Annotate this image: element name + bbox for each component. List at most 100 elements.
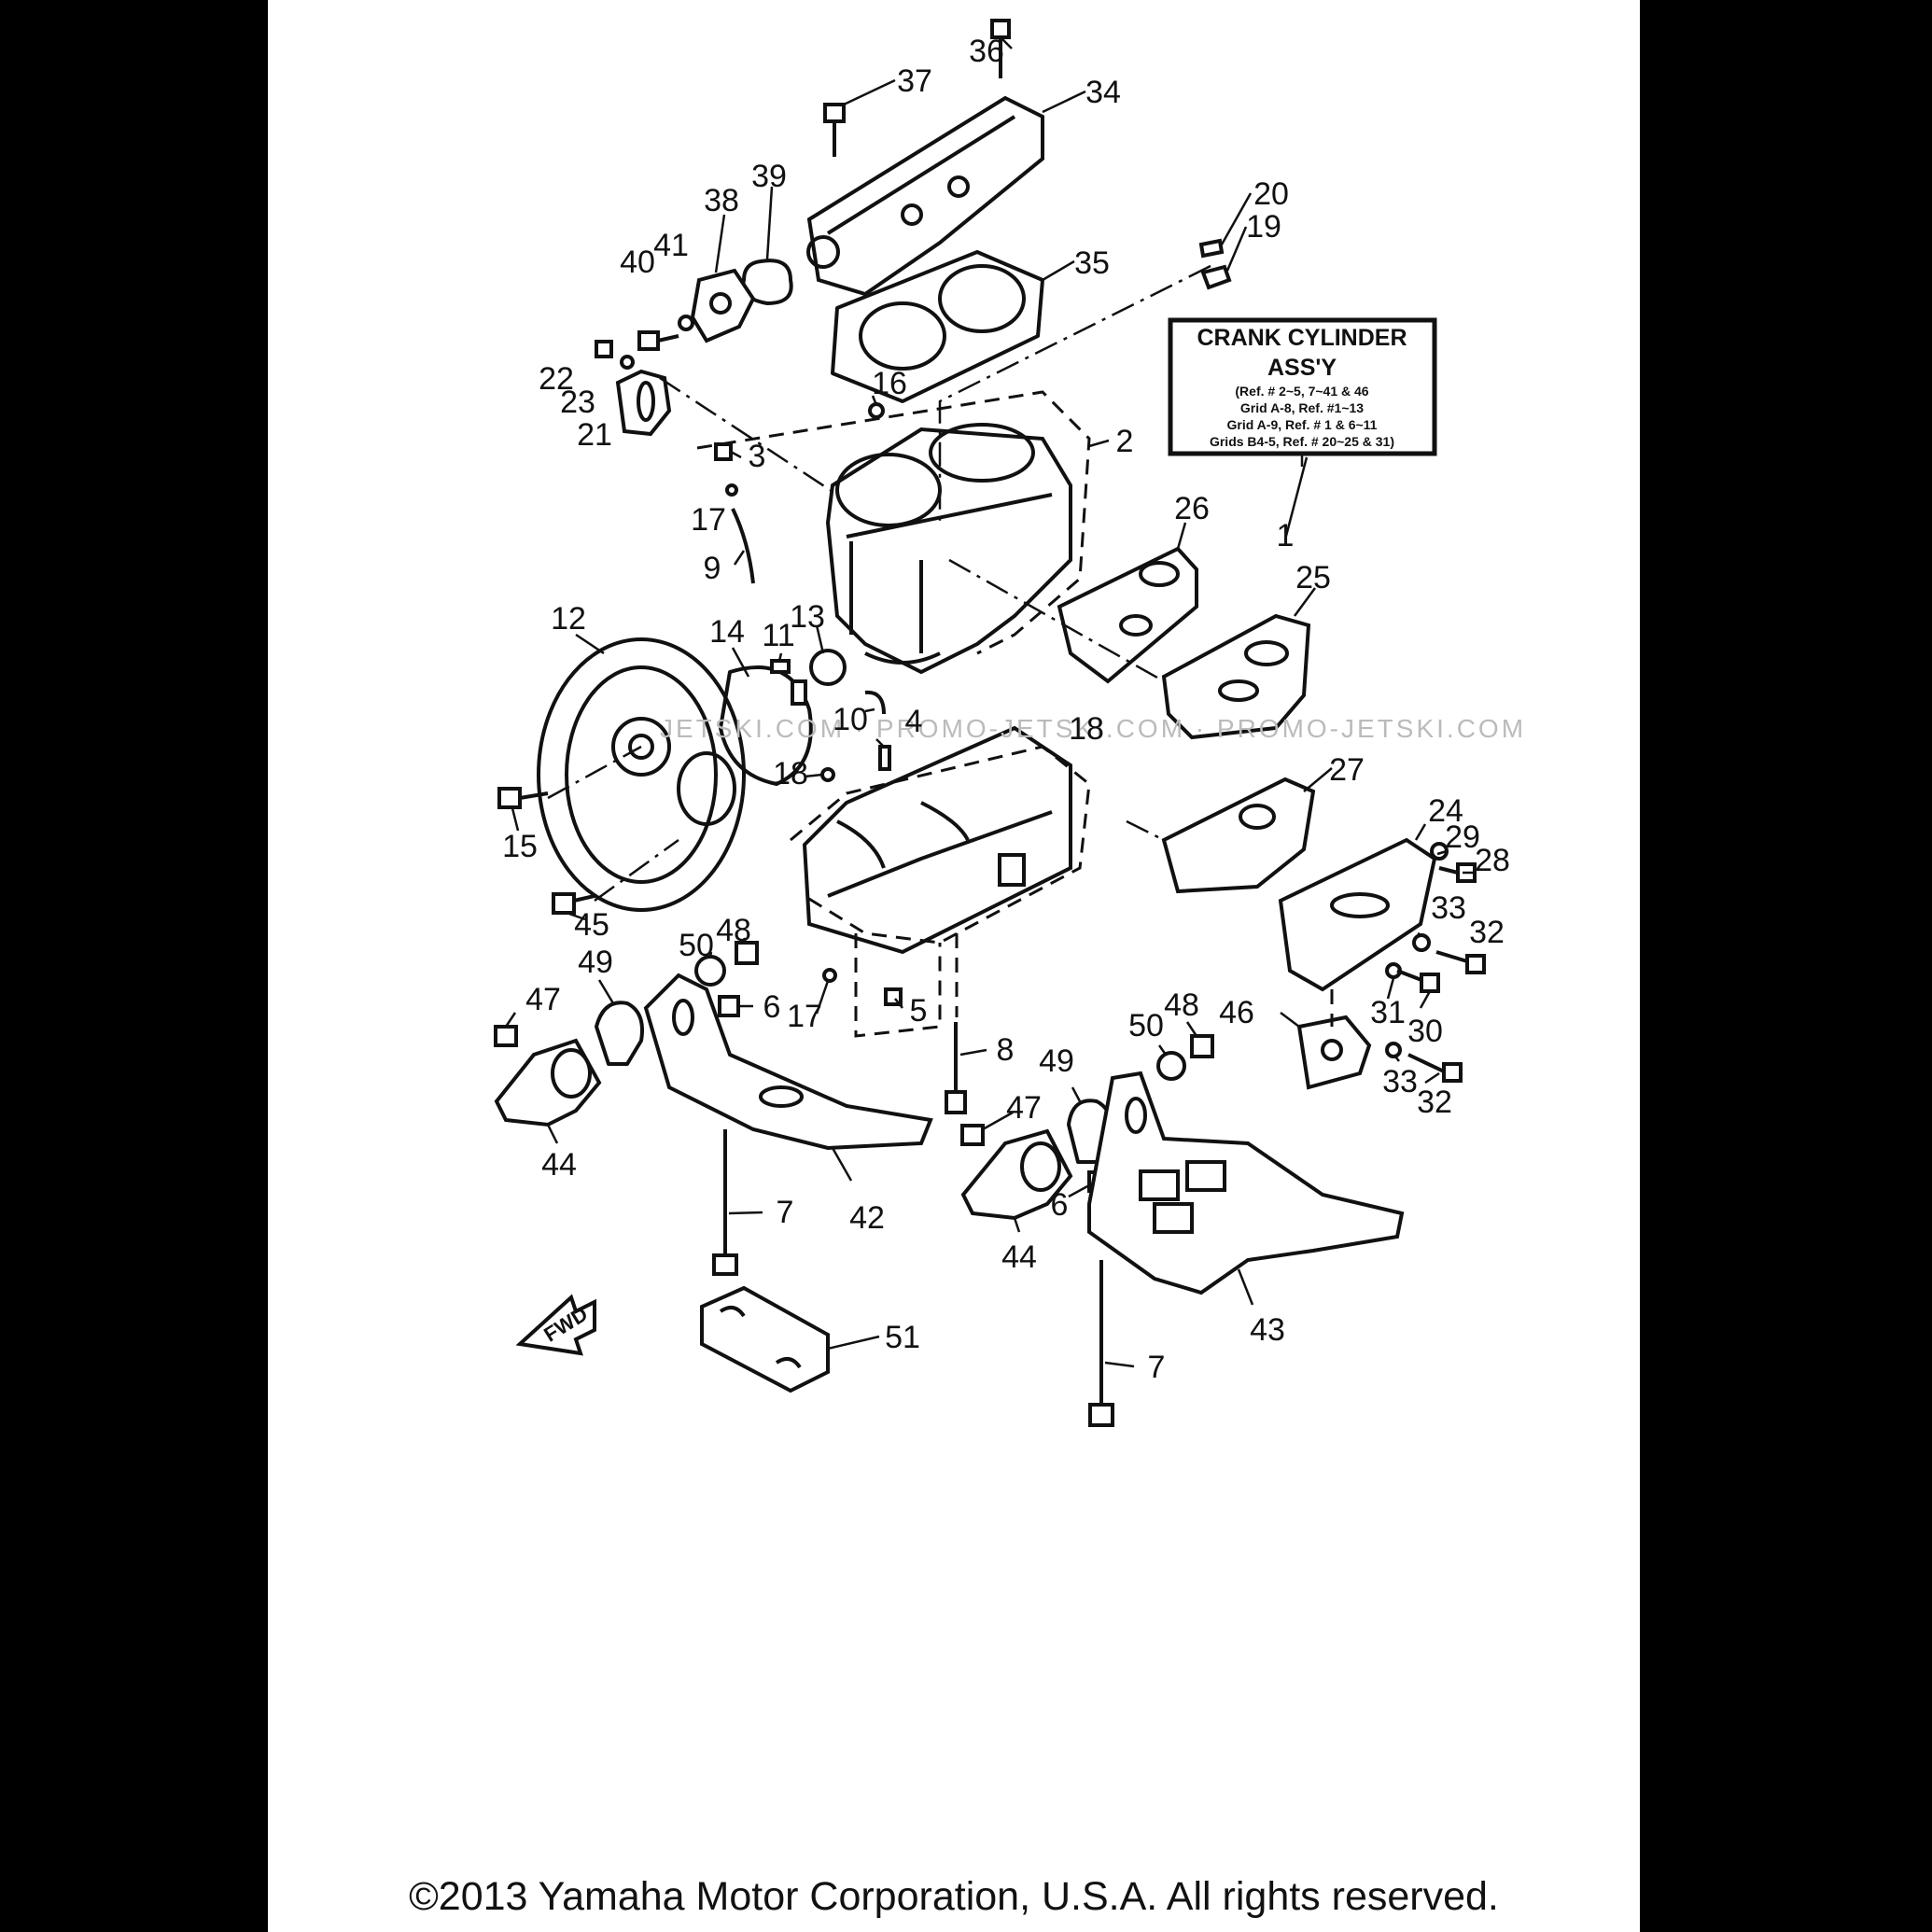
callout-c18a: 18	[1069, 711, 1104, 747]
callout-c6a: 6	[763, 989, 781, 1025]
callout-c41: 41	[653, 228, 689, 263]
callout-c22: 22	[539, 361, 574, 397]
callout-c18b: 18	[773, 756, 808, 791]
part-shapes: FWD	[494, 19, 1486, 1427]
callout-c50b: 50	[1128, 1008, 1164, 1043]
callout-c43: 43	[1250, 1312, 1285, 1348]
bolt-47b-icon	[960, 1124, 985, 1146]
pin-11-icon	[791, 679, 807, 706]
engine-mount-44b-icon	[960, 1128, 1073, 1221]
assembly-lines	[547, 264, 1334, 1038]
bolt-22-icon	[595, 340, 613, 358]
callout-c37: 37	[897, 63, 932, 99]
callout-c45: 45	[574, 907, 609, 943]
bolt-48a-icon	[735, 941, 759, 965]
watermark-text: JETSKI.COM · PROMO-JETSKI.COM · PROMO-JE…	[660, 714, 1526, 743]
bolt-48b-icon	[1190, 1034, 1214, 1058]
callout-c6b: 6	[1051, 1187, 1069, 1223]
callout-c17b: 17	[787, 999, 822, 1034]
callout-c16: 16	[872, 366, 907, 401]
callout-c26: 26	[1174, 491, 1210, 526]
mount-bracket-42-icon	[643, 973, 933, 1151]
callout-c27: 27	[1329, 752, 1365, 788]
washer-33a-icon	[1412, 933, 1431, 952]
callout-c49a: 49	[578, 945, 613, 980]
callout-c51: 51	[885, 1320, 920, 1355]
callout-c13: 13	[790, 599, 825, 635]
exhaust-chamber-24-icon	[1278, 837, 1437, 992]
stud-8-icon	[945, 1022, 967, 1114]
callout-c48b: 48	[1164, 987, 1199, 1023]
callout-c17a: 17	[691, 502, 726, 538]
bolt-37-icon	[823, 103, 846, 157]
callout-c7a: 7	[777, 1195, 794, 1230]
callout-c33b: 33	[1382, 1064, 1418, 1099]
callout-c49b: 49	[1039, 1043, 1074, 1079]
assy-title-line2: ASS'Y	[1267, 355, 1337, 381]
callout-c19: 19	[1246, 209, 1281, 245]
cylinder-block-2-icon	[825, 423, 1072, 675]
hose-9-icon	[731, 508, 755, 584]
assy-note: (Ref. # 2~5, 7~41 & 46	[1235, 384, 1368, 399]
clip-19-icon	[1200, 264, 1232, 290]
fwd-arrow-icon: FWD	[515, 1294, 596, 1356]
washer-33b-icon	[1385, 1042, 1402, 1058]
exploded-parts-diagram: FWD	[494, 19, 1526, 1427]
clamp-17a-icon	[725, 483, 738, 497]
plug-16-icon	[868, 402, 885, 419]
callout-c23: 23	[560, 385, 595, 420]
callout-c4: 4	[905, 704, 923, 739]
block-51-icon	[700, 1285, 830, 1393]
callout-c32a: 32	[1469, 915, 1505, 950]
assy-note: Grid A-8, Ref. #1~13	[1240, 400, 1364, 415]
assy-title-line1: CRANK CYLINDER	[1197, 325, 1407, 351]
callout-c20: 20	[1253, 176, 1289, 212]
head-cover-34-icon	[806, 95, 1044, 297]
callout-c29: 29	[1445, 819, 1480, 855]
callout-c11: 11	[762, 618, 794, 653]
crankcase-icon	[802, 725, 1072, 955]
bolt-36-icon	[990, 19, 1011, 78]
collar-6a-icon	[718, 995, 740, 1017]
copyright-notice: ©2013 Yamaha Motor Corporation, U.S.A. A…	[409, 1874, 1499, 1919]
assy-note: Grid A-9, Ref. # 1 & 6~11	[1227, 417, 1378, 432]
callout-c35: 35	[1074, 245, 1110, 281]
callout-c44b: 44	[1001, 1239, 1037, 1275]
bolt-40-icon	[637, 330, 679, 351]
bolt-30-icon	[1396, 969, 1440, 993]
callout-c47b: 47	[1006, 1090, 1042, 1126]
callout-c44a: 44	[541, 1147, 577, 1183]
washer-50b-icon	[1156, 1051, 1186, 1081]
callout-c31: 31	[1370, 995, 1406, 1030]
engine-mount-44a-icon	[494, 1038, 602, 1127]
callout-c33a: 33	[1431, 890, 1466, 926]
callout-c5: 5	[910, 993, 928, 1029]
callout-c47a: 47	[525, 982, 561, 1017]
callout-c34: 34	[1085, 75, 1121, 110]
clip-11-icon	[770, 659, 791, 674]
callout-leaders	[504, 36, 1475, 1368]
bolt-15-icon	[497, 787, 549, 809]
callout-c46: 46	[1219, 995, 1254, 1030]
callout-c21: 21	[577, 417, 612, 453]
head-gasket-35-icon	[831, 250, 1044, 403]
callout-c14: 14	[709, 614, 745, 650]
washer-41-icon	[678, 315, 694, 331]
gasket-39-icon	[741, 259, 793, 305]
thermostat-cover-38-icon	[690, 268, 756, 343]
pin-4-icon	[878, 745, 891, 771]
oil-seal-13-icon	[809, 649, 847, 686]
bolt-32a-icon	[1435, 950, 1486, 974]
callout-c30: 30	[1407, 1014, 1443, 1049]
callout-c28: 28	[1475, 843, 1510, 878]
callout-c42: 42	[849, 1200, 885, 1236]
assy-note: Grids B4-5, Ref. # 20~25 & 31)	[1210, 434, 1394, 449]
callout-c8: 8	[997, 1032, 1015, 1068]
callout-c38: 38	[704, 183, 739, 218]
callout-c48a: 48	[716, 913, 751, 948]
diagram-sheet: FWD	[268, 0, 1640, 1932]
clamp-17b-icon	[822, 968, 837, 983]
callout-c24: 24	[1428, 793, 1463, 829]
damper-49a-icon	[595, 1001, 644, 1066]
